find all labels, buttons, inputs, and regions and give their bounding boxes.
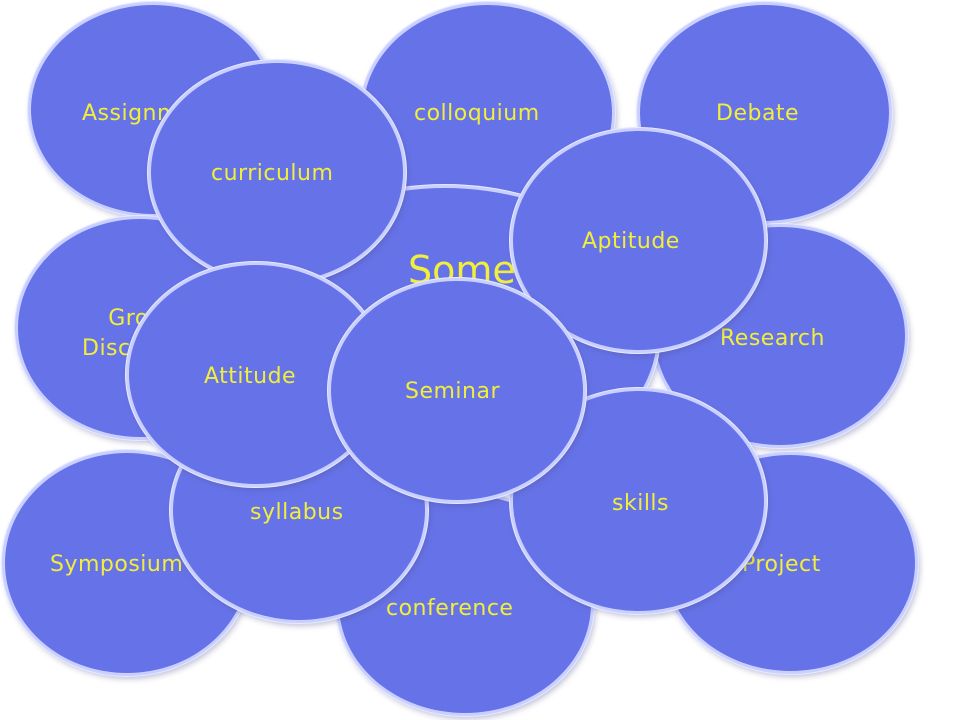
label-project: Project — [742, 552, 821, 577]
label-debate: Debate — [716, 101, 800, 126]
label-seminar: Seminar — [405, 379, 501, 404]
label-conference: conference — [386, 596, 514, 621]
label-attitude: Attitude — [204, 364, 297, 389]
label-skills: skills — [612, 491, 670, 516]
label-syllabus: syllabus — [250, 500, 344, 525]
label-colloquium: colloquium — [414, 101, 540, 126]
bubble-curriculum — [148, 60, 406, 285]
label-aptitude: Aptitude — [582, 229, 680, 254]
label-symposium: Symposium — [50, 552, 184, 577]
bubble-seminar — [328, 278, 586, 503]
label-research: Research — [720, 326, 825, 351]
label-curriculum: curriculum — [211, 161, 334, 186]
